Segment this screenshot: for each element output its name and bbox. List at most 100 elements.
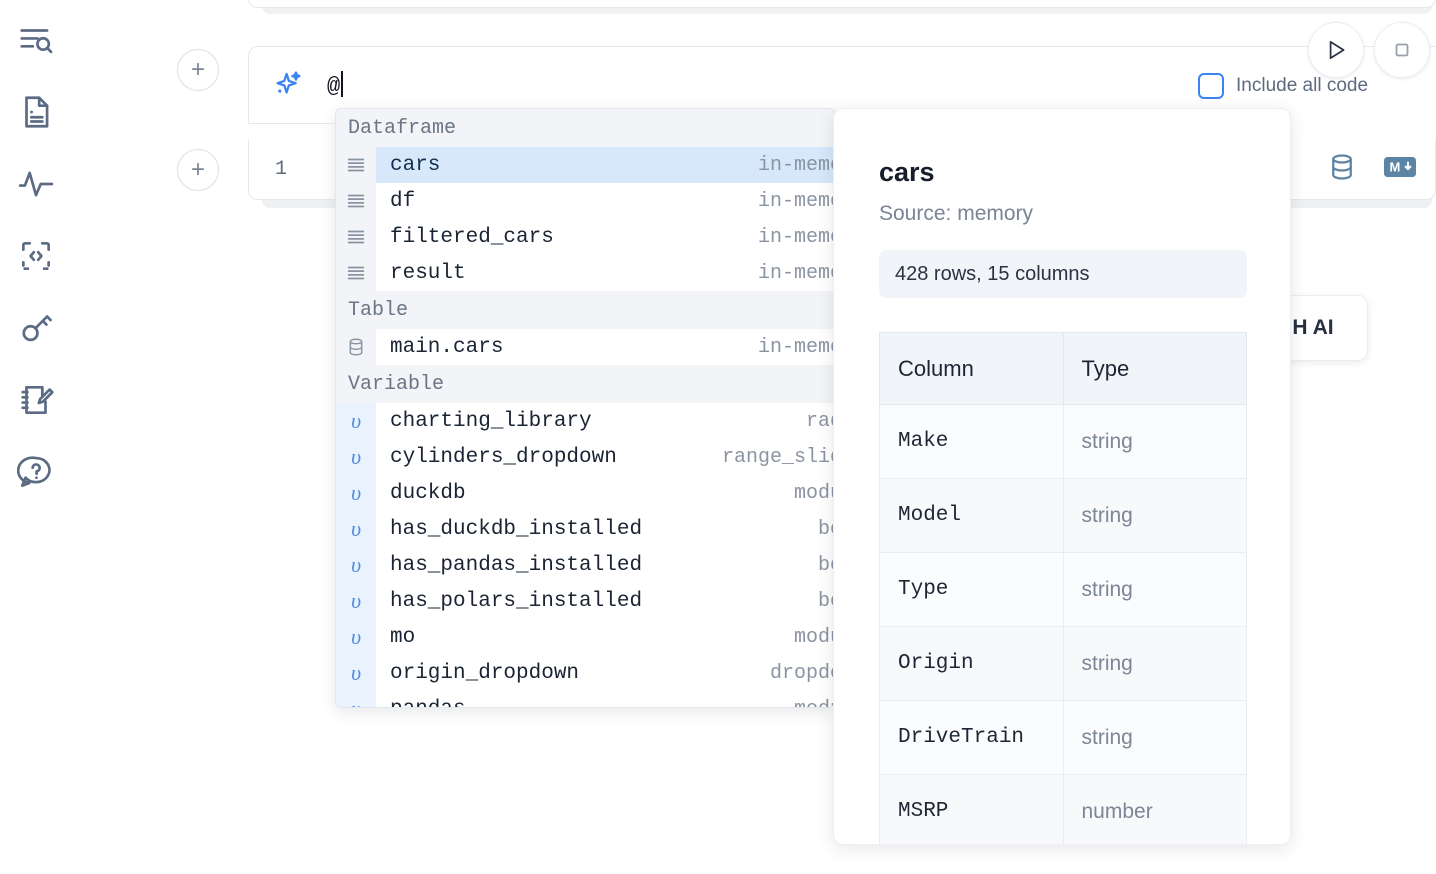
include-all-code-checkbox[interactable] — [1198, 72, 1224, 99]
autocomplete-item-name: has_polars_installed — [390, 589, 643, 613]
autocomplete-item-type: module — [793, 625, 834, 649]
autocomplete-item-name: result — [390, 261, 466, 285]
dataframe-rows-icon — [336, 219, 376, 255]
variable-upsilon-icon: υ — [336, 403, 376, 439]
autocomplete-item-name: main.cars — [390, 335, 504, 359]
activity-sidebar — [0, 0, 72, 874]
schema-column-name: DriveTrain — [879, 700, 1064, 775]
sidebar-item-help[interactable] — [12, 448, 60, 496]
autocomplete-item-name: mo — [390, 625, 416, 649]
autocomplete-item[interactable]: main.cars in-memory — [336, 329, 834, 365]
autocomplete-item[interactable]: cars in-memory — [336, 147, 834, 183]
autocomplete-item[interactable]: υmo module — [336, 619, 834, 655]
add-cell-button-above[interactable]: + — [177, 49, 219, 91]
autocomplete-item-type: bool — [817, 553, 834, 577]
dataframe-detail-panel: cars Source: memory 428 rows, 15 columns… — [833, 108, 1291, 845]
sidebar-item-explorer[interactable] — [12, 16, 60, 64]
variable-upsilon-icon: υ — [336, 475, 376, 511]
schema-column-name: Origin — [879, 626, 1064, 701]
column-header-column: Column — [879, 332, 1064, 405]
ai-chip-label: H AI — [1292, 316, 1334, 339]
autocomplete-item-name: cylinders_dropdown — [390, 445, 617, 469]
sidebar-item-snippets[interactable] — [12, 232, 60, 280]
autocomplete-item-type: bool — [817, 589, 834, 613]
autocomplete-item[interactable]: result in-memory — [336, 255, 834, 291]
ai-prompt-options: Include all code — [1170, 46, 1436, 124]
autocomplete-item-type: in-memory — [757, 261, 834, 285]
code-snippet-icon — [17, 237, 55, 275]
detail-title: cars — [879, 157, 935, 187]
autocomplete-item-name: charting_library — [390, 409, 592, 433]
dataframe-rows-icon — [336, 255, 376, 291]
autocomplete-item-name: cars — [390, 153, 441, 177]
database-icon[interactable] — [1327, 152, 1357, 187]
variable-upsilon-icon: υ — [336, 511, 376, 547]
autocomplete-item[interactable]: υ has_polars_installed bool — [336, 583, 834, 619]
sidebar-item-scratchpad[interactable] — [12, 376, 60, 424]
autocomplete-item[interactable]: filtered_cars in-memory — [336, 219, 834, 255]
markdown-icon[interactable]: M — [1383, 154, 1417, 185]
notebook-edit-icon — [17, 381, 55, 419]
column-header-type: Type — [1062, 332, 1247, 405]
autocomplete-item-type: in-memory — [757, 189, 834, 213]
autocomplete-item-type: in-memory — [757, 335, 834, 359]
variable-upsilon-icon: υ — [336, 691, 376, 707]
autocomplete-item-name: has_duckdb_installed — [390, 517, 643, 541]
autocomplete-item[interactable]: υ pandas module — [336, 691, 834, 708]
cell-format-icons: M — [1327, 152, 1417, 187]
ai-prompt-input[interactable]: @ — [327, 71, 344, 99]
sidebar-item-documentation[interactable] — [12, 88, 60, 136]
schema-column-type: string — [1062, 700, 1247, 775]
cell-run-controls — [1308, 22, 1436, 78]
schema-column-name: MSRP — [879, 774, 1064, 844]
autocomplete-item-type: in-memory — [757, 225, 834, 249]
sidebar-item-activity[interactable] — [12, 160, 60, 208]
sidebar-item-secrets[interactable] — [12, 304, 60, 352]
variable-upsilon-icon: υ — [336, 619, 376, 655]
autocomplete-dropdown[interactable]: Dataframecarsin-memorydfin-memoryfiltere… — [335, 108, 835, 708]
include-all-code-toggle[interactable]: Include all code — [1198, 72, 1369, 99]
schema-column-type: string — [1062, 404, 1247, 479]
autocomplete-item[interactable]: df in-memory — [336, 183, 834, 219]
autocomplete-item-type: in-memory — [757, 153, 834, 177]
variable-upsilon-icon: υ — [336, 655, 376, 691]
autocomplete-item-type: radio — [805, 409, 834, 433]
schema-column-type: string — [1062, 552, 1247, 627]
autocomplete-item-name: filtered_cars — [390, 225, 554, 249]
autocomplete-item[interactable]: υduckdbmodule — [336, 475, 834, 511]
include-all-code-label: Include all code — [1236, 74, 1369, 96]
schema-column-type: string — [1062, 478, 1247, 553]
variable-upsilon-icon: υ — [336, 583, 376, 619]
autocomplete-group-header: Table — [336, 291, 834, 329]
detail-shape-badge: 428 rows, 15 columns — [879, 250, 1247, 298]
autocomplete-item[interactable]: υ charting_library radio — [336, 403, 834, 439]
activity-pulse-icon — [17, 165, 55, 203]
autocomplete-item-name: df — [390, 189, 416, 213]
previous-cell-shadow — [262, 6, 1432, 14]
schema-column-name: Make — [879, 404, 1064, 479]
file-document-icon — [17, 93, 55, 131]
previous-cell[interactable] — [248, 0, 1436, 8]
add-cell-button-below[interactable]: + — [177, 149, 219, 191]
autocomplete-item-name: pandas — [390, 698, 466, 708]
run-button[interactable] — [1308, 22, 1364, 78]
autocomplete-item-type: module — [793, 481, 834, 505]
autocomplete-item-name: origin_dropdown — [390, 661, 580, 685]
schema-column-name: Type — [879, 552, 1064, 627]
stop-button[interactable] — [1374, 22, 1430, 78]
variable-upsilon-icon: υ — [336, 439, 376, 475]
autocomplete-item-name: has_pandas_installed — [390, 553, 643, 577]
autocomplete-item-type: module — [636, 698, 834, 708]
table-header-row: Column Type — [879, 332, 1247, 405]
dataframe-rows-icon — [336, 147, 376, 183]
